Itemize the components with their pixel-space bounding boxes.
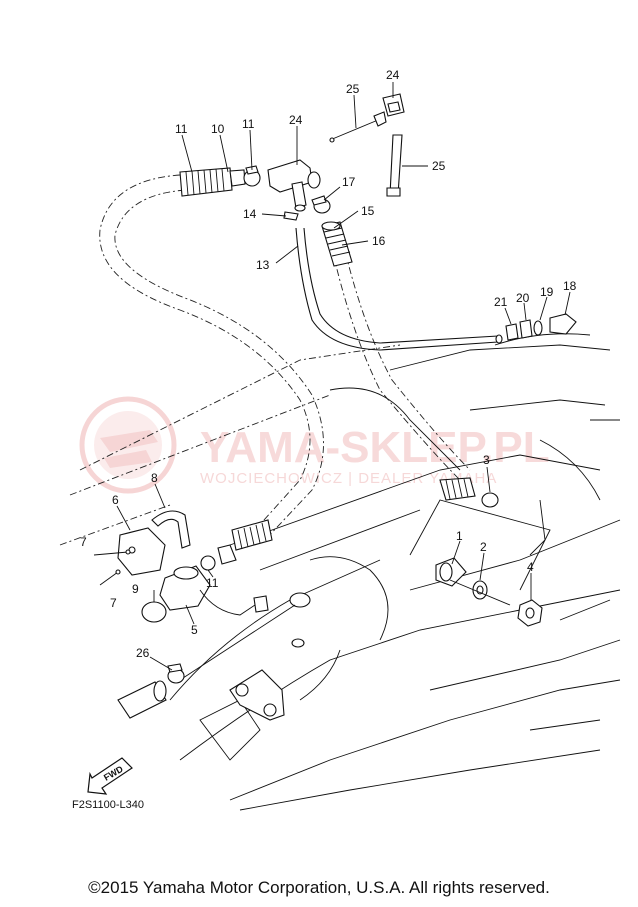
callout-16: 16 <box>372 234 386 248</box>
callout-13: 13 <box>256 258 270 272</box>
callout-20: 20 <box>516 291 530 305</box>
diagram-code: F2S1100-L340 <box>72 799 144 811</box>
part-8-holder <box>151 510 191 549</box>
part-9-cap <box>141 601 167 623</box>
callout-8: 8 <box>151 471 158 485</box>
watermark-title: YAMA-SKLEP.PL <box>200 423 550 472</box>
callout-3: 3 <box>483 453 490 467</box>
part-10-hose-fitting <box>179 167 246 197</box>
watermark-logo-icon <box>79 396 177 494</box>
part-24-tie-band <box>386 134 403 197</box>
part-17-hose-clamp <box>311 195 331 214</box>
callout-14: 14 <box>243 207 257 221</box>
callout-19: 19 <box>540 285 554 299</box>
hoses <box>99 174 503 541</box>
part-7-screw-upper <box>93 549 131 556</box>
part-18-21-plug-assembly <box>505 313 577 341</box>
callout-2: 2 <box>480 540 487 554</box>
part-14-clip <box>283 211 299 221</box>
part-11-hose-clamp-lower <box>200 519 273 571</box>
drain-fitting <box>289 592 311 608</box>
watermark-subtitle: WOJCIECHOWICZ | DEALER YAMAHA <box>200 470 497 487</box>
callout-25: 25 <box>346 82 360 96</box>
callout-10: 10 <box>211 122 225 136</box>
fwd-arrow-icon: FWD <box>87 757 133 795</box>
part-5-bilge-pump <box>159 565 269 616</box>
part-1-nozzle <box>435 557 467 587</box>
callout-17: 17 <box>342 175 356 189</box>
callout-7-lower: 7 <box>110 596 117 610</box>
part-axis-line <box>449 579 511 606</box>
part-3-hose-clamp <box>439 477 499 508</box>
callout-11-lower: 11 <box>206 576 219 590</box>
callout-22: 24 <box>289 113 303 127</box>
callout-1: 1 <box>456 529 463 543</box>
callouts: 11 10 11 24 25 24 25 17 14 15 16 13 18 1… <box>80 68 577 660</box>
callout-11-top: 11 <box>242 117 255 131</box>
callout-5: 5 <box>191 623 198 637</box>
part-7-screw-lower <box>99 569 121 586</box>
callout-12: 11 <box>175 122 188 136</box>
part-26-clamp <box>167 663 185 684</box>
part-6-bracket <box>117 527 166 576</box>
callout-15: 15 <box>361 204 375 218</box>
callout-24: 25 <box>432 159 446 173</box>
callout-4: 4 <box>527 560 534 574</box>
callout-6: 6 <box>112 493 119 507</box>
callout-18: 18 <box>563 279 577 293</box>
callout-23: 24 <box>386 68 400 82</box>
callout-26: 26 <box>136 646 150 660</box>
callout-9: 9 <box>132 582 139 596</box>
callout-7-upper: 7 <box>80 535 87 549</box>
part-19-washer <box>533 320 543 336</box>
part-25-rivet <box>329 111 387 143</box>
part-16-corrugated-hose <box>321 221 353 267</box>
part-23-holder <box>382 93 405 117</box>
callout-21: 21 <box>494 295 508 309</box>
copyright-notice: ©2015 Yamaha Motor Corporation, U.S.A. A… <box>88 878 550 897</box>
part-21-fitting <box>505 323 519 341</box>
part-22-joint <box>267 159 321 212</box>
part-18-plug <box>549 313 577 335</box>
part-4-nut <box>517 599 543 627</box>
leader-lines <box>116 82 571 671</box>
part-20-nut <box>519 319 533 339</box>
watermark: YAMA-SKLEP.PL WOJCIECHOWICZ | DEALER YAM… <box>79 396 550 494</box>
hull-outline <box>59 333 621 811</box>
